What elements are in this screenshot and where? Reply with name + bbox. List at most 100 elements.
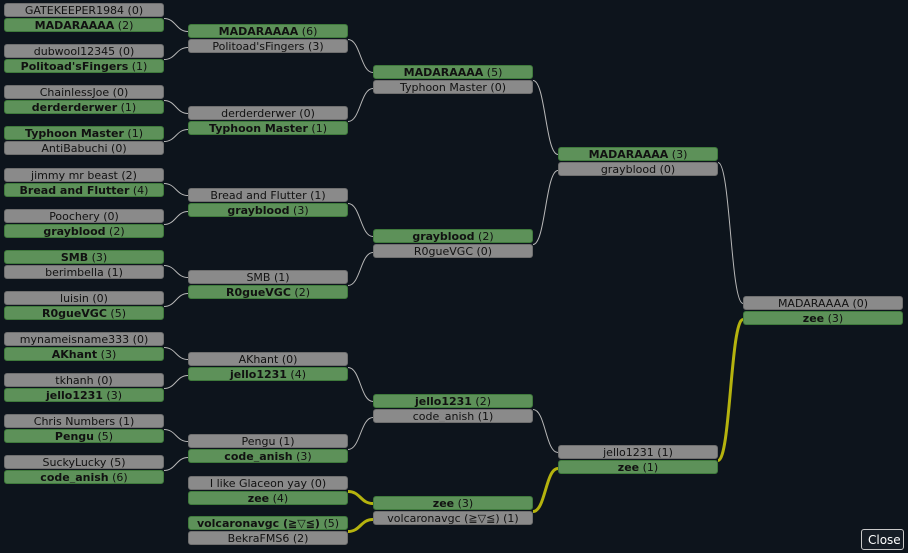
match-player-loser[interactable]: Bread and Flutter (1) [188,188,348,202]
player-name: jimmy mr beast [31,169,118,182]
match-player-winner[interactable]: SMB (3) [4,250,164,264]
match-player-loser[interactable]: berimbella (1) [4,265,164,279]
close-button[interactable]: Close [861,529,904,550]
match-player-winner[interactable]: grayblood (2) [373,229,533,243]
match-player-loser[interactable]: R0gueVGC (0) [373,244,533,258]
player-score: (0) [99,210,119,223]
match-player-winner[interactable]: code_anish (3) [188,449,348,463]
match-player-loser[interactable]: tkhanh (0) [4,373,164,387]
match-player-loser[interactable]: mynameisname333 (0) [4,332,164,346]
player-score: (3) [454,497,474,510]
match-player-loser[interactable]: code_anish (1) [373,409,533,423]
player-score: (0) [295,107,315,120]
player-name: Poochery [49,210,100,223]
bracket-match: SMB (3)berimbella (1) [4,250,164,280]
match-player-winner[interactable]: grayblood (2) [4,224,164,238]
connector-line [347,417,374,450]
match-player-loser[interactable]: Typhoon Master (0) [373,80,533,94]
match-player-loser[interactable]: ChainlessJoe (0) [4,85,164,99]
match-player-winner[interactable]: grayblood (3) [188,203,348,217]
match-player-loser[interactable]: Poochery (0) [4,209,164,223]
match-player-winner[interactable]: R0gueVGC (2) [188,285,348,299]
match-player-winner[interactable]: MADARAAAA (2) [4,18,164,32]
match-player-loser[interactable]: Politoad'sFingers (3) [188,39,348,53]
match-player-loser[interactable]: AntiBabuchi (0) [4,141,164,155]
player-score: (2) [105,225,125,238]
player-name: derderderwer [31,101,118,114]
player-score: (1) [117,101,137,114]
match-player-loser[interactable]: volcaronavgc (≧▽≦) (1) [373,511,533,525]
player-name: R0gueVGC [413,245,473,258]
match-player-loser[interactable]: grayblood (0) [558,162,718,176]
connector-line [347,490,374,505]
player-score: (6) [108,471,128,484]
connector-line [347,88,374,122]
match-player-winner[interactable]: volcaronavgc (≧▽≦) (5) [188,516,348,530]
connector-line [347,39,374,73]
match-player-loser[interactable]: BekraFMS6 (2) [188,531,348,545]
match-player-winner[interactable]: Typhoon Master (1) [188,121,348,135]
player-score: (1) [653,446,673,459]
player-name: BekraFMS6 [227,532,290,545]
connector-line [163,347,189,360]
match-player-winner[interactable]: zee (1) [558,460,718,474]
bracket-match: jello1231 (2)code_anish (1) [373,394,533,424]
match-player-loser[interactable]: MADARAAAA (0) [743,296,903,310]
player-name: SMB [246,271,271,284]
player-score: (3) [824,312,844,325]
player-name: jello1231 [414,395,472,408]
match-player-loser[interactable]: I like Glaceon yay (0) [188,476,348,490]
match-player-winner[interactable]: jello1231 (3) [4,388,164,402]
match-player-winner[interactable]: Typhoon Master (1) [4,126,164,140]
player-name: code_anish [224,450,293,463]
match-player-loser[interactable]: jello1231 (1) [558,445,718,459]
player-score: (1) [307,122,327,135]
player-score: (0) [107,142,127,155]
player-score: (2) [114,19,134,32]
match-player-winner[interactable]: jello1231 (2) [373,394,533,408]
match-player-loser[interactable]: AKhant (0) [188,352,348,366]
player-score: (3) [97,348,117,361]
connector-line [163,129,189,142]
match-player-winner[interactable]: AKhant (3) [4,347,164,361]
match-player-winner[interactable]: R0gueVGC (5) [4,306,164,320]
match-player-winner[interactable]: Pengu (5) [4,429,164,443]
match-player-winner[interactable]: jello1231 (4) [188,367,348,381]
match-player-loser[interactable]: SMB (1) [188,270,348,284]
player-score: (3) [292,450,312,463]
match-player-loser[interactable]: GATEKEEPER1984 (0) [4,3,164,17]
match-player-loser[interactable]: dubwool12345 (0) [4,44,164,58]
match-player-winner[interactable]: zee (3) [743,311,903,325]
match-player-winner[interactable]: MADARAAAA (5) [373,65,533,79]
bracket-match: dubwool12345 (0)Politoad'sFingers (1) [4,44,164,74]
player-name: grayblood [43,225,106,238]
match-player-loser[interactable]: derderderwer (0) [188,106,348,120]
player-score: (0) [88,292,108,305]
match-player-loser[interactable]: luisin (0) [4,291,164,305]
match-player-winner[interactable]: Politoad'sFingers (1) [4,59,164,73]
player-name: Bread and Flutter [19,184,130,197]
bracket-match: luisin (0)R0gueVGC (5) [4,291,164,321]
player-name: volcaronavgc (≧▽≦) [387,512,500,525]
match-player-winner[interactable]: derderderwer (1) [4,100,164,114]
match-player-loser[interactable]: Pengu (1) [188,434,348,448]
match-player-winner[interactable]: zee (3) [373,496,533,510]
match-player-winner[interactable]: Bread and Flutter (4) [4,183,164,197]
match-player-loser[interactable]: jimmy mr beast (2) [4,168,164,182]
player-score: (0) [486,81,507,94]
player-name: mynameisname333 [19,333,130,346]
match-player-winner[interactable]: MADARAAAA (3) [558,147,718,161]
bracket-match: AKhant (0)jello1231 (4) [188,352,348,382]
player-name: tkhanh [55,374,94,387]
player-name: berimbella [45,266,104,279]
match-player-winner[interactable]: code_anish (6) [4,470,164,484]
match-player-winner[interactable]: zee (4) [188,491,348,505]
connector-line [163,211,189,225]
bracket-match: MADARAAAA (5)Typhoon Master (0) [373,65,533,95]
match-player-loser[interactable]: SuckyLucky (5) [4,455,164,469]
player-score: (5) [483,66,503,79]
match-player-winner[interactable]: MADARAAAA (6) [188,24,348,38]
bracket-match: Poochery (0)grayblood (2) [4,209,164,239]
player-name: SMB [60,251,89,264]
match-player-loser[interactable]: Chris Numbers (1) [4,414,164,428]
